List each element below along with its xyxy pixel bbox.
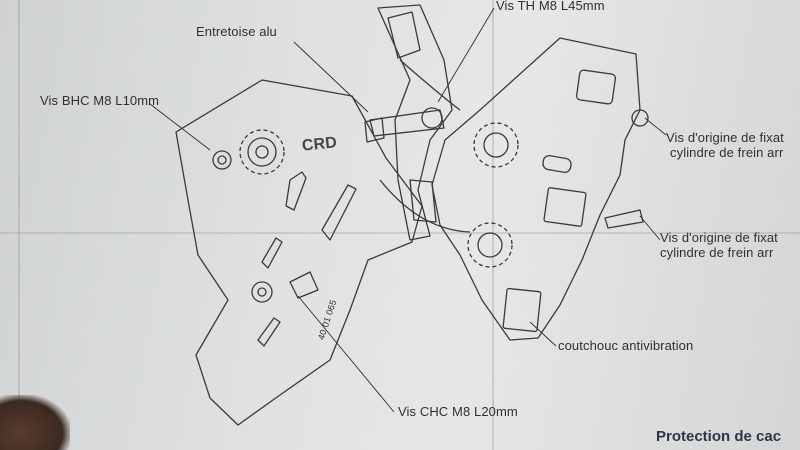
- label-coutchouc: coutchouc antivibration: [558, 338, 694, 353]
- paper-fold: [0, 232, 800, 234]
- bracket-arm: [377, 4, 453, 241]
- label-vis-chc: Vis CHC M8 L20mm: [398, 404, 518, 419]
- page-title: Protection de cac: [656, 428, 782, 445]
- right-guard-plate: [431, 37, 641, 341]
- label-vis-th: Vis TH M8 L45mm: [496, 0, 605, 13]
- thumb-shadow: [0, 395, 70, 450]
- label-vis-origine-2a: Vis d'origine de fixat: [660, 230, 778, 245]
- label-vis-origine-1b: cylindre de frein arr: [670, 145, 784, 160]
- paper-fold: [492, 0, 494, 450]
- label-vis-origine-2b: cylindre de frein arr: [660, 245, 774, 260]
- label-vis-origine-1a: Vis d'origine de fixat: [666, 130, 784, 145]
- label-entretoise: Entretoise alu: [196, 24, 277, 39]
- crd-logo: CRD: [301, 134, 338, 155]
- left-guard-plate: [175, 79, 423, 426]
- paper-fold: [18, 0, 20, 450]
- label-vis-bhc: Vis BHC M8 L10mm: [40, 93, 160, 108]
